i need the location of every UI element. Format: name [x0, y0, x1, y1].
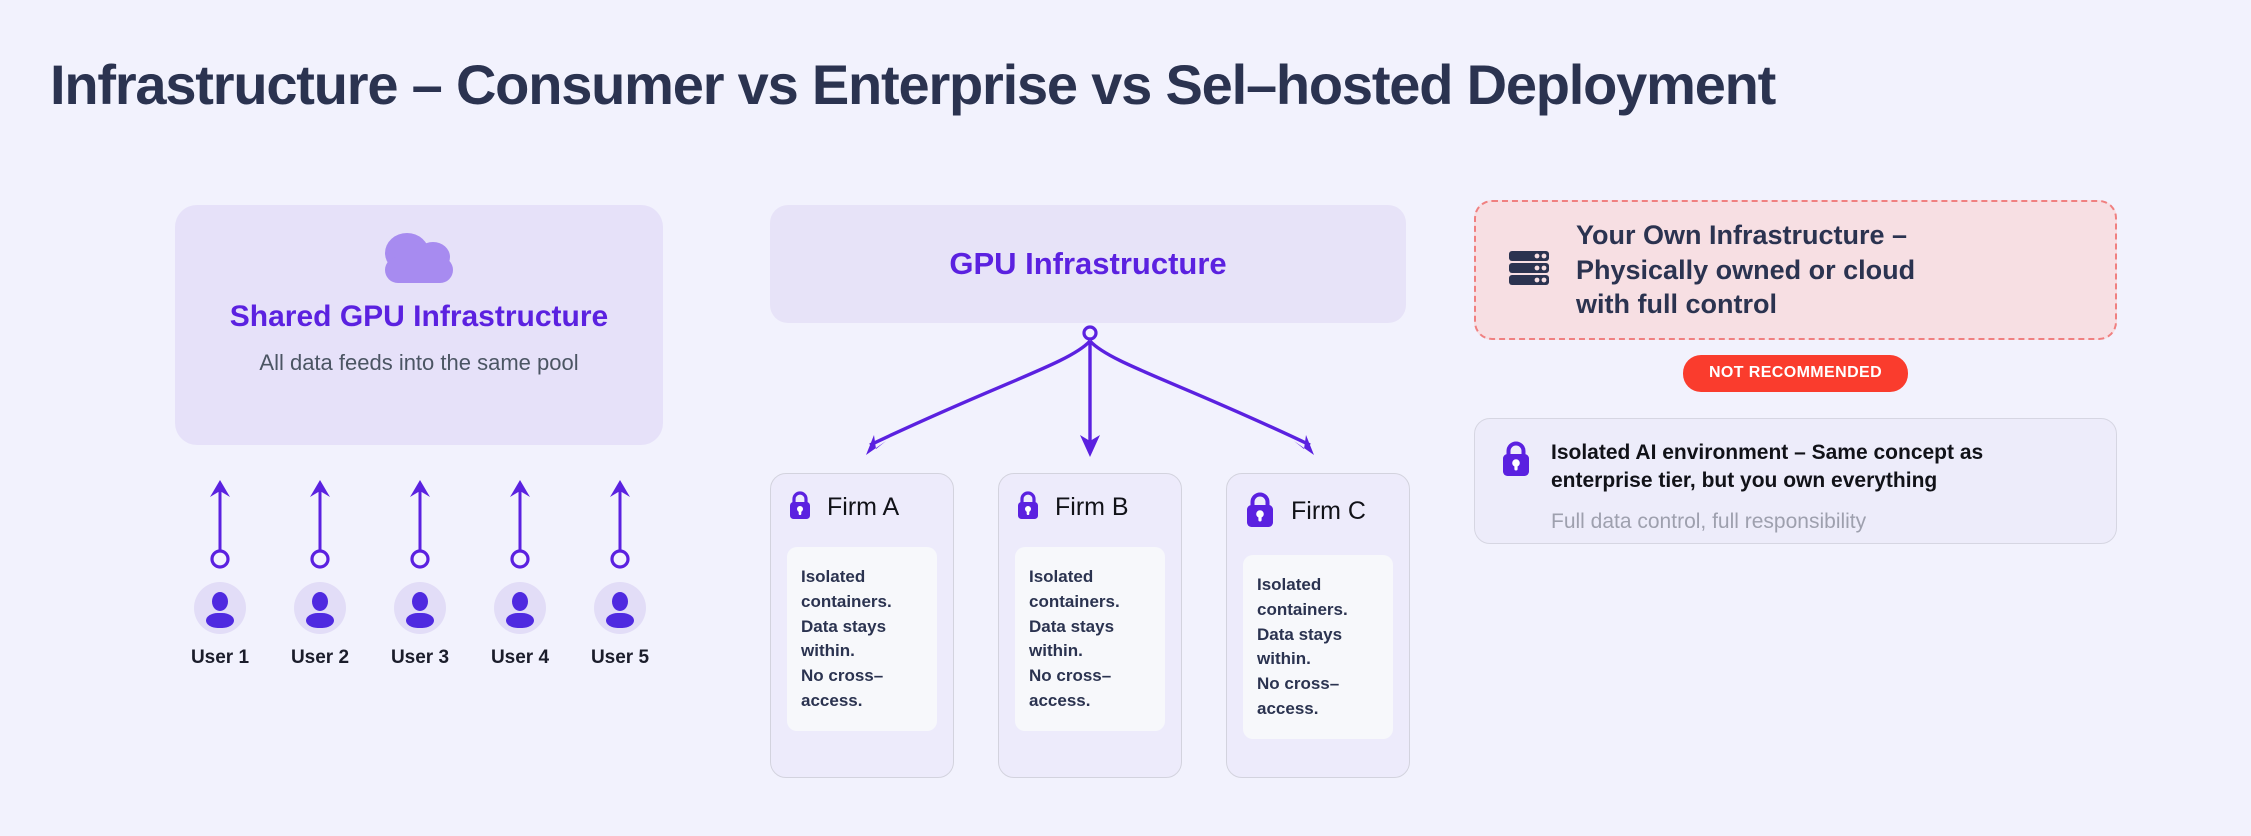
avatar-head: [512, 592, 528, 611]
avatar-body: [206, 613, 234, 628]
badge-row: NOT RECOMMENDED: [1474, 355, 2117, 392]
user-label: User 5: [590, 647, 650, 668]
isolated-environment-card: Isolated AI environment – Same concept a…: [1474, 418, 2117, 544]
isolated-environment-title: Isolated AI environment – Same concept a…: [1551, 441, 1984, 492]
page-title: Infrastructure – Consumer vs Enterprise …: [50, 53, 1776, 116]
isolated-environment-header: Isolated AI environment – Same concept a…: [1499, 439, 2092, 494]
avatar-body: [606, 613, 634, 628]
firm-header: Firm B: [1015, 490, 1165, 525]
user-column: User 3: [375, 477, 465, 669]
firm-name: Firm A: [827, 493, 900, 521]
up-arrow-icon: [203, 477, 237, 578]
firm-card[interactable]: Firm B Isolated containers. Data stays w…: [998, 473, 1182, 778]
user-label: User 4: [490, 647, 550, 668]
user-label: User 3: [390, 647, 450, 668]
not-recommended-badge: NOT RECOMMENDED: [1682, 355, 1909, 392]
avatar-body: [406, 613, 434, 628]
up-arrow-icon: [303, 477, 337, 578]
avatar-head: [312, 592, 328, 611]
lock-icon: [1499, 439, 1533, 482]
firm-name: Firm B: [1055, 493, 1129, 521]
avatar-head: [612, 592, 628, 611]
firm-detail-box: Isolated containers. Data stays within. …: [1243, 555, 1393, 739]
firm-detail-box: Isolated containers. Data stays within. …: [1015, 547, 1165, 731]
cloud-icon: [175, 227, 663, 294]
up-arrow-icon: [403, 477, 437, 578]
firm-detail-text: Isolated containers. Data stays within. …: [1029, 567, 1120, 711]
user-column: User 2: [275, 477, 365, 669]
firm-card[interactable]: Firm C Isolated containers. Data stays w…: [1226, 473, 1410, 778]
avatar-head: [412, 592, 428, 611]
shared-gpu-title: Shared GPU Infrastructure: [229, 300, 609, 333]
gpu-infrastructure-title: GPU Infrastructure: [949, 246, 1227, 281]
up-arrow-icon: [603, 477, 637, 578]
user-label: User 2: [290, 647, 350, 668]
branch-arrows: [770, 323, 1410, 483]
avatar-head: [212, 592, 228, 611]
firm-header: Firm A: [787, 490, 937, 525]
firm-card[interactable]: Firm A Isolated containers. Data stays w…: [770, 473, 954, 778]
user-avatar-icon: [494, 582, 546, 634]
enterprise-column: GPU Infrastructure: [770, 205, 1410, 778]
your-own-infrastructure-text: Your Own Infrastructure – Physically own…: [1576, 220, 1916, 320]
user-avatar-icon: [294, 582, 346, 634]
up-arrow-icon: [503, 477, 537, 578]
isolated-environment-subtitle: Full data control, full responsibility: [1551, 510, 1867, 534]
lock-icon: [1243, 490, 1277, 533]
avatar-body: [506, 613, 534, 628]
user-label: User 1: [190, 647, 250, 668]
gpu-infrastructure-card: GPU Infrastructure: [770, 205, 1406, 323]
firm-detail-text: Isolated containers. Data stays within. …: [1257, 575, 1348, 719]
lock-icon: [787, 490, 813, 525]
lock-icon: [1015, 490, 1041, 525]
user-avatar-icon: [594, 582, 646, 634]
user-column: User 4: [475, 477, 565, 669]
self-hosted-column: Your Own Infrastructure – Physically own…: [1474, 200, 2119, 544]
firm-detail-box: Isolated containers. Data stays within. …: [787, 547, 937, 731]
shared-gpu-card: Shared GPU Infrastructure All data feeds…: [175, 205, 663, 445]
consumer-column: Shared GPU Infrastructure All data feeds…: [175, 205, 665, 668]
user-avatar-icon: [194, 582, 246, 634]
firm-detail-text: Isolated containers. Data stays within. …: [801, 567, 892, 711]
server-rack-icon: [1506, 245, 1552, 296]
user-avatar-icon: [394, 582, 446, 634]
users-row: User 1 User 2: [175, 477, 665, 669]
your-own-infrastructure-card: Your Own Infrastructure – Physically own…: [1474, 200, 2117, 340]
shared-gpu-subtitle: All data feeds into the same pool: [259, 350, 579, 375]
user-column: User 1: [175, 477, 265, 669]
avatar-body: [306, 613, 334, 628]
firm-name: Firm C: [1291, 497, 1366, 525]
firm-header: Firm C: [1243, 490, 1393, 533]
firms-row: Firm A Isolated containers. Data stays w…: [770, 473, 1410, 778]
user-column: User 5: [575, 477, 665, 669]
